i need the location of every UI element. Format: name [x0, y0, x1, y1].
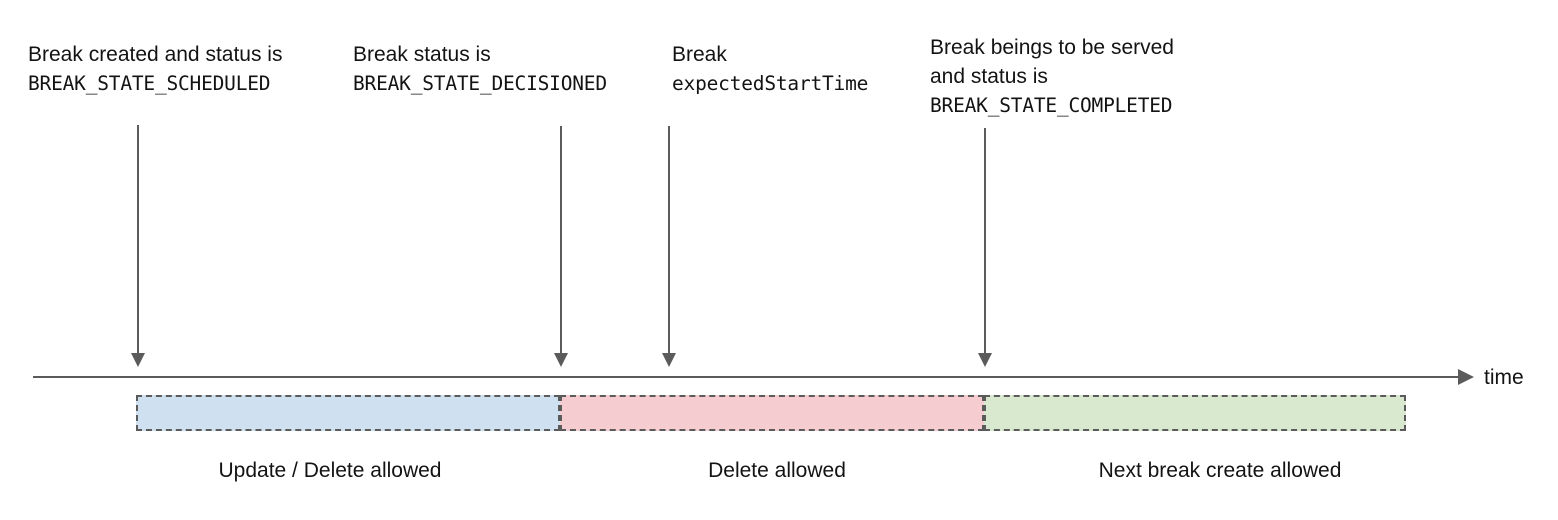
event-label-line-mono: BREAK_STATE_COMPLETED — [930, 94, 1173, 117]
phase-caption-update-delete: Update / Delete allowed — [218, 459, 442, 482]
event-label-line: Break beings to be served — [930, 36, 1174, 59]
phase-caption-delete-only: Delete allowed — [708, 459, 846, 482]
time-axis-line — [33, 376, 1465, 378]
event-label-expected-start-time: Break expectedStartTime — [672, 40, 868, 98]
event-arrow-down-icon-scheduled — [131, 125, 145, 367]
event-label-decisioned: Break status is BREAK_STATE_DECISIONED — [353, 40, 607, 98]
time-axis-label: time — [1484, 366, 1524, 389]
event-arrow-down-icon-expected-start-time — [662, 126, 676, 367]
arrow-shaft — [560, 126, 562, 354]
arrow-head — [662, 353, 676, 367]
phase-bar-update-delete — [136, 395, 560, 431]
phase-caption-next-break-create: Next break create allowed — [1098, 459, 1342, 482]
event-label-scheduled: Break created and status is BREAK_STATE_… — [28, 40, 282, 98]
event-label-line: Break status is — [353, 43, 491, 66]
event-arrow-down-icon-decisioned — [554, 126, 568, 367]
arrow-shaft — [137, 125, 139, 354]
arrow-head — [131, 353, 145, 367]
phase-bar-delete-only — [560, 395, 984, 431]
phase-bar-next-break-create — [984, 395, 1406, 431]
arrow-shaft — [668, 126, 670, 354]
arrow-head — [978, 353, 992, 367]
time-axis-arrow-right-icon — [1458, 369, 1474, 385]
arrow-shaft — [984, 128, 986, 354]
event-label-line-mono: expectedStartTime — [672, 72, 869, 95]
event-label-line-mono: BREAK_STATE_DECISIONED — [353, 72, 607, 95]
event-label-line-mono: BREAK_STATE_SCHEDULED — [28, 72, 271, 95]
event-label-completed: Break beings to be served and status is … — [930, 33, 1174, 120]
event-label-line: Break — [672, 43, 727, 66]
arrow-head — [554, 353, 568, 367]
event-label-line: and status is — [930, 65, 1048, 88]
event-label-line: Break created and status is — [28, 43, 283, 66]
event-arrow-down-icon-completed — [978, 128, 992, 367]
